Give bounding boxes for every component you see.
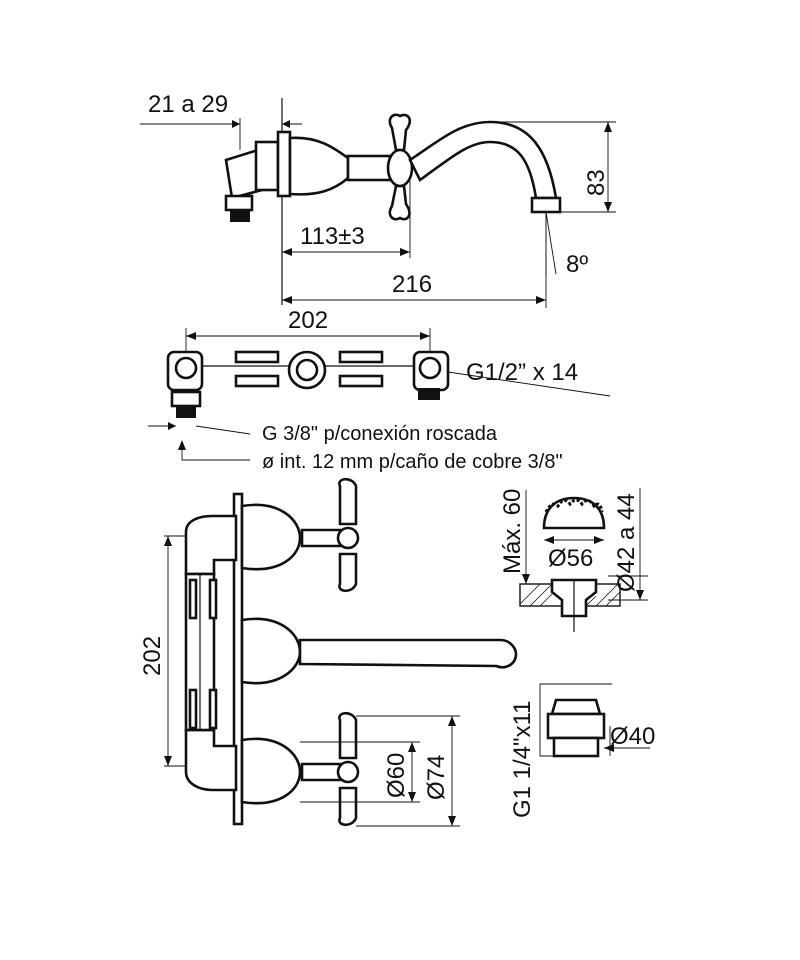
dim-spout-reach: 216	[392, 271, 432, 298]
arrow	[448, 816, 456, 826]
spout	[408, 120, 558, 200]
lower-valve-body	[240, 737, 302, 805]
arrow	[408, 742, 416, 752]
dim-hole: Ø42 a 44	[613, 493, 640, 592]
arrow	[282, 120, 290, 128]
arrow	[178, 440, 186, 450]
upper-handle-hub	[336, 526, 360, 550]
upper-elbow	[184, 514, 238, 576]
upper-handle-arm	[300, 528, 342, 548]
handle-bottom	[388, 184, 411, 221]
pipe-mark	[208, 688, 218, 730]
dim-spout-height: 83	[583, 169, 610, 196]
arrow	[420, 332, 430, 340]
lower-handle-arm	[300, 762, 342, 782]
drain-cap	[542, 496, 606, 530]
dim-cap: Ø56	[548, 545, 593, 572]
dim-max: Máx. 60	[499, 489, 526, 574]
lower-handle-bottom	[338, 786, 358, 827]
pipe-segment	[234, 350, 280, 364]
arrow	[232, 120, 240, 128]
dim-thread: G1 1/4"x11	[509, 701, 536, 818]
arrow	[164, 756, 172, 766]
drain-view: Ø56 Máx. 60 Ø42 a 44	[499, 488, 655, 818]
drain-thread	[552, 736, 600, 758]
arrow	[164, 536, 172, 546]
right-thread	[418, 388, 440, 400]
left-port	[174, 356, 198, 380]
arrow	[522, 574, 530, 584]
pipe-mark	[188, 578, 198, 620]
note-pipe: ø int. 12 mm p/caño de cobre 3/8"	[262, 451, 563, 473]
body-view: 202 G1/2” x 14 G 3/8" p/conexión roscada…	[148, 307, 611, 473]
center-port-inner	[295, 358, 319, 382]
arrow	[604, 744, 614, 752]
upper-handle-bottom	[338, 552, 358, 593]
angle-line-slanted	[545, 211, 557, 275]
dim-angle: 8º	[566, 251, 588, 278]
upper-handle-top	[338, 477, 358, 526]
spout-arm	[298, 638, 518, 669]
aerator	[530, 196, 562, 214]
arrow	[408, 792, 416, 802]
arrow	[594, 536, 604, 544]
dim-nut: Ø40	[610, 723, 655, 750]
hatch-lines	[519, 583, 621, 607]
left-nut	[170, 390, 202, 408]
arrow	[448, 716, 456, 726]
lower-handle-hub	[336, 760, 360, 784]
upper-valve-body	[240, 503, 302, 571]
drain-nut	[546, 712, 606, 740]
arrow	[282, 248, 292, 256]
thread-outlet: G1/2” x 14	[466, 359, 578, 386]
dim-handle: Ø74	[423, 755, 450, 800]
pipe-segment	[234, 374, 280, 388]
arrow	[282, 296, 292, 304]
connector-thread	[230, 210, 250, 222]
pipe-mark	[208, 578, 218, 620]
arrow	[536, 296, 546, 304]
connector-nut	[224, 194, 254, 212]
spout-body	[240, 617, 302, 685]
leader-line	[195, 425, 251, 435]
note-thread: G 3/8" p/conexión roscada	[262, 423, 498, 445]
drain-nut-top	[550, 698, 602, 716]
dim-wall-depth: 21 a 29	[148, 91, 228, 118]
cap-knurl	[544, 498, 604, 513]
arrow	[400, 248, 410, 256]
dim-handle-reach: 113±3	[300, 223, 365, 250]
valve-body	[288, 136, 350, 196]
side-view: 21 a 29 113±3 216 83 8º	[140, 91, 616, 308]
arrow	[604, 122, 612, 132]
arrow	[604, 202, 612, 212]
pipe-mark	[188, 688, 198, 730]
arrow	[636, 590, 644, 600]
front-view: 202	[139, 477, 518, 827]
rosette-flange	[276, 130, 292, 198]
arrow	[168, 422, 176, 430]
left-thread	[176, 406, 196, 418]
dim-body-width: 202	[288, 307, 328, 334]
lower-handle-top	[338, 711, 358, 760]
arrow	[544, 536, 554, 544]
handle-hub	[386, 148, 414, 188]
pipe-segment	[338, 350, 384, 364]
arrow	[186, 332, 196, 340]
dim-front-height: 202	[139, 636, 166, 676]
lower-elbow	[184, 728, 238, 792]
rosette	[254, 140, 280, 192]
leader-line	[447, 371, 611, 397]
pipe-segment	[338, 374, 384, 388]
dim-rosette: Ø60	[383, 753, 410, 798]
handle-top	[388, 113, 412, 152]
right-port	[418, 356, 442, 380]
